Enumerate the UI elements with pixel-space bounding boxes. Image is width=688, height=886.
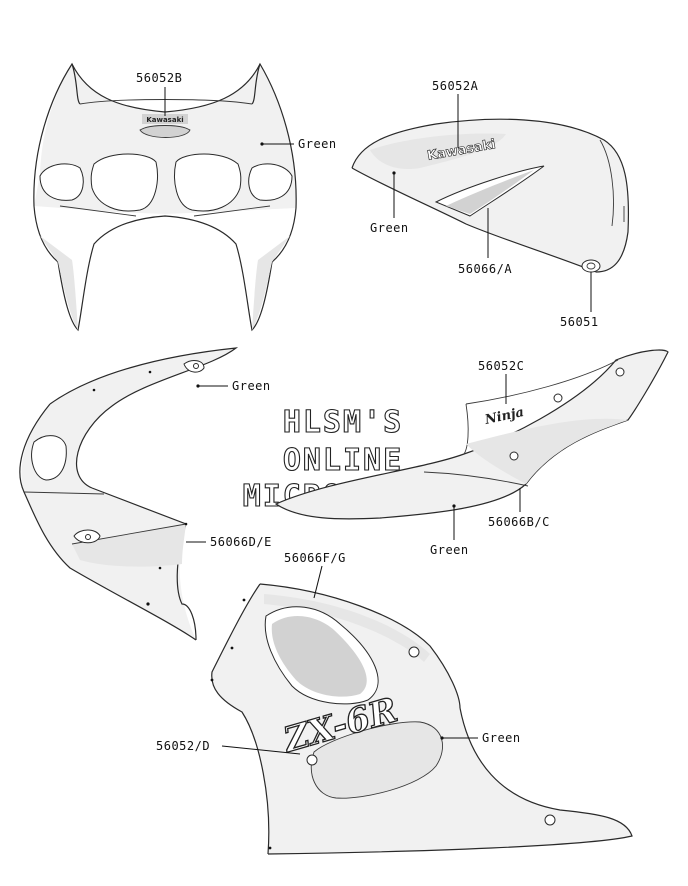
callout-upper-side: Green 56066D/E [186, 379, 272, 549]
label-56066f-g: 56066F/G [284, 551, 346, 565]
callout-front-cowl: 56052B Green [136, 71, 337, 151]
label-front-cowl-green: Green [298, 137, 337, 151]
label-56066d-e: 56066D/E [210, 535, 272, 549]
front-cowl: Kawasaki [33, 62, 297, 332]
label-56051: 56051 [560, 315, 599, 329]
label-56052c: 56052C [478, 359, 524, 373]
label-56066b-c: 56066B/C [488, 515, 550, 529]
upper-side-fairing [19, 347, 239, 641]
label-tank-green: Green [370, 221, 409, 235]
callout-seat-cowl: 56052C 56066B/C Green [430, 359, 550, 557]
seat-logo: Ninja [483, 405, 526, 428]
label-56052a: 56052A [432, 79, 479, 93]
label-56052-d: 56052/D [156, 739, 210, 753]
windscreen-badge [142, 114, 188, 124]
seat-cowl: Ninja [274, 349, 669, 520]
fuel-tank: Kawasaki [351, 118, 630, 273]
lower-fairing: ZX-6R [210, 583, 633, 855]
label-upper-side-green: Green [232, 379, 271, 393]
label-56066-a: 56066/A [458, 262, 512, 276]
watermark-line-2: ONLINE [283, 443, 403, 478]
windscreen-badge-text: Kawasaki [146, 116, 183, 124]
label-lower-fairing-green: Green [482, 731, 521, 745]
label-seat-cowl-green: Green [430, 543, 469, 557]
label-56052b: 56052B [136, 71, 182, 85]
callout-fuel-tank: 56052A Green 56066/A 56051 [370, 79, 599, 329]
watermark-line-1: HLSM'S [283, 405, 403, 440]
callout-lower-fairing: 56066F/G Green 56052/D [156, 551, 521, 755]
